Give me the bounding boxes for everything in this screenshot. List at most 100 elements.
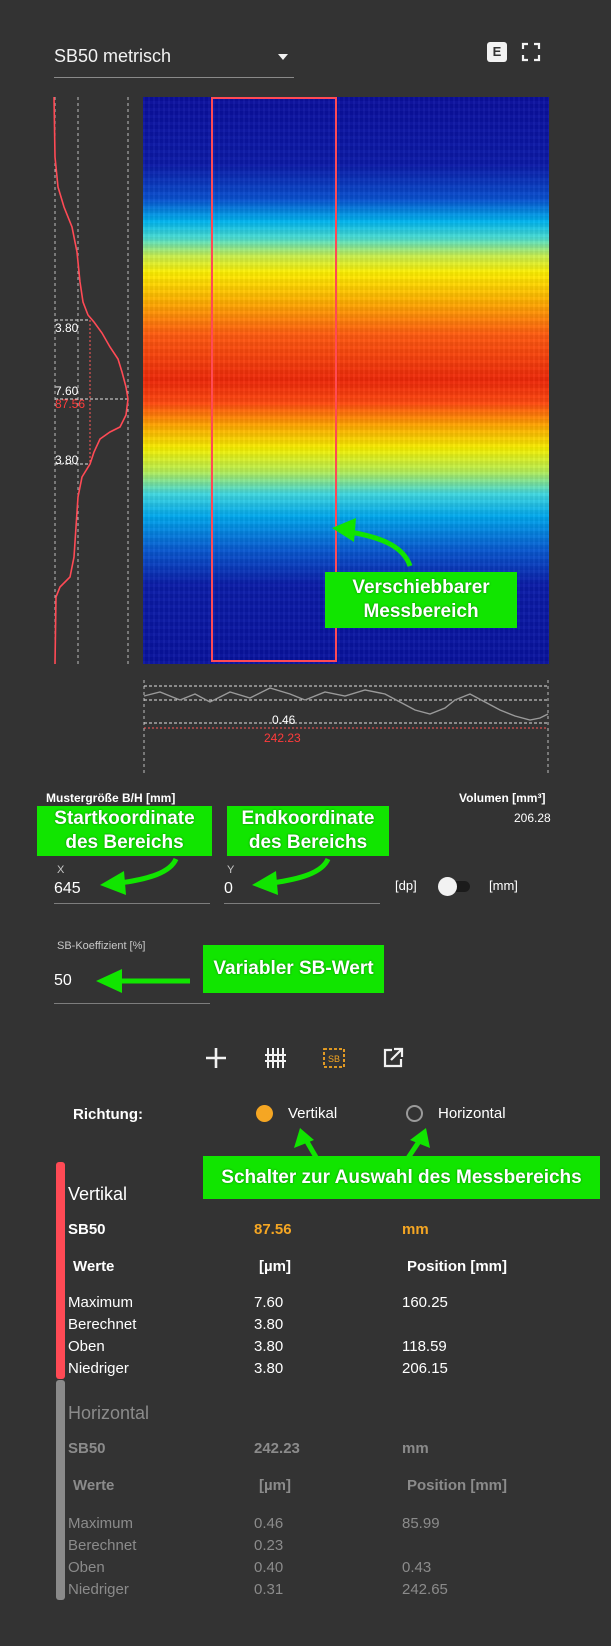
vertical-row-name: Oben [68,1338,105,1355]
plus-icon [206,1048,226,1068]
callout-switch: Schalter zur Auswahl des Messbereichs [203,1156,600,1199]
direction-vertical-label: Vertikal [288,1105,338,1122]
vertical-profile-chart [53,97,129,665]
sb-coefficient-label: SB-Koeffizient [%] [57,940,146,952]
vertical-col-pos: Position [mm] [407,1258,507,1275]
y-field-value: 0 [224,880,233,897]
horizontal-row-um: 0.46 [254,1515,284,1532]
mode-dropdown[interactable]: SB50 metrisch [54,36,294,78]
horizontal-row-name: Berechnet [68,1537,137,1554]
horizontal-row-pos: 85.99 [402,1515,440,1532]
sb-coefficient-field[interactable]: SB-Koeffizient [%] 50 [54,936,210,1004]
unit-toggle[interactable] [438,876,472,896]
profile-curve [53,97,129,665]
svg-text:SB: SB [328,1054,340,1064]
vertical-row-um: 7.60 [254,1294,284,1311]
volume-label: Volumen [mm³] [459,791,546,805]
add-button[interactable] [203,1045,229,1071]
horizontal-row-name: Niedriger [68,1581,129,1598]
vertical-row-pos: 206.15 [402,1360,448,1377]
arrow-head [100,871,126,895]
direction-radio-vertical[interactable]: Vertikal [256,1103,356,1125]
sb-coefficient-value: 50 [54,972,72,989]
unit-mm-label: [mm] [489,878,518,893]
horizontal-col-um: [µm] [259,1477,291,1494]
fullscreen-button[interactable] [521,42,543,64]
hprofile-label-sb50: 242.23 [264,731,301,745]
hprofile-label-max: 0.46 [272,713,296,727]
horizontal-row-name: Maximum [68,1515,134,1532]
horizontal-row-um: 0.40 [254,1559,284,1576]
grid-lines-button[interactable] [262,1045,288,1071]
profile-label-sb50: 87.56 [55,397,86,411]
arrow-head [332,518,356,542]
y-coordinate-field[interactable]: Y 0 [224,860,380,904]
arrow-head-left [294,1128,314,1148]
measurement-region-handle[interactable] [211,97,337,662]
callout-end-arrow [252,857,331,895]
vertical-row-um: 3.80 [254,1316,284,1333]
horizontal-sb-unit: mm [402,1440,429,1457]
vertical-row-um: 3.80 [254,1338,284,1355]
vertical-row-um: 3.80 [254,1360,284,1377]
horizontal-row-um: 0.23 [254,1537,284,1554]
profile-label-lower: 3.80 [55,453,79,467]
vertical-row-pos: 118.59 [402,1338,447,1355]
mode-dropdown-value: SB50 metrisch [54,46,172,66]
pattern-size-label: Mustergröße B/H [mm] [46,791,176,805]
arrow-line [349,529,413,567]
vertical-row-pos: 160.25 [402,1294,448,1311]
arrow-head [96,969,122,993]
open-external-icon [383,1047,404,1068]
arrow-head [252,871,278,895]
export-button[interactable]: E [487,42,509,64]
unit-dp-label: [dp] [395,878,417,893]
profile-label-upper: 3.80 [55,321,79,335]
hprofile-curve [143,687,549,721]
callout-sb-value: Variabler SB-Wert [203,945,384,993]
vertical-sb-value: 87.56 [254,1221,292,1238]
callout-start-arrow [100,857,179,895]
vertical-col-um: [µm] [259,1258,291,1275]
vertical-row-name: Berechnet [68,1316,137,1333]
horizontal-col-pos: Position [mm] [407,1477,507,1494]
fullscreen-icon [521,42,541,62]
horizontal-section-bar [56,1380,65,1600]
direction-radio-horizontal[interactable]: Horizontal [406,1103,536,1125]
horizontal-profile-chart [143,680,549,776]
callout-region-arrow [332,518,413,567]
chevron-down-icon [278,54,288,60]
vertical-col-werte: Werte [73,1258,115,1275]
sb-mode-icon: SB [323,1048,345,1068]
arrow-line [119,857,179,886]
direction-horizontal-label: Horizontal [438,1105,506,1122]
horizontal-row-pos: 242.65 [402,1581,448,1598]
vertical-sb-unit: mm [402,1221,429,1238]
vertical-section-title: Vertikal [68,1184,128,1204]
heatmap-texture [143,97,549,664]
horizontal-sb-value: 242.23 [254,1440,300,1457]
horizontal-row-um: 0.31 [254,1581,284,1598]
horizontal-row-name: Oben [68,1559,105,1576]
vertical-section-bar [56,1162,65,1379]
sb-mode-button[interactable]: SB [321,1045,347,1071]
arrow-head-right [410,1128,430,1148]
radio-unselected-icon [406,1105,423,1122]
horizontal-section-title: Horizontal [68,1403,150,1423]
y-field-label: Y [227,864,235,876]
callout-sb-arrow [96,969,190,993]
x-coordinate-field[interactable]: X 645 [54,860,210,904]
open-external-button[interactable] [380,1045,406,1071]
export-e-icon: E [487,42,507,62]
grid-lines-icon [265,1048,286,1068]
horizontal-row-pos: 0.43 [402,1559,432,1576]
profile-label-max: 7.60 [55,384,79,398]
callout-start: Startkoordinate des Bereichs [37,806,212,856]
callout-end: Endkoordinate des Bereichs [227,806,389,856]
x-field-label: X [57,864,65,876]
direction-label: Richtung: [73,1106,143,1123]
vertical-row-name: Maximum [68,1294,134,1311]
vertical-sb-label: SB50 [68,1221,106,1238]
radio-selected-icon [256,1105,273,1122]
callout-region: Verschiebbarer Messbereich [325,572,517,628]
